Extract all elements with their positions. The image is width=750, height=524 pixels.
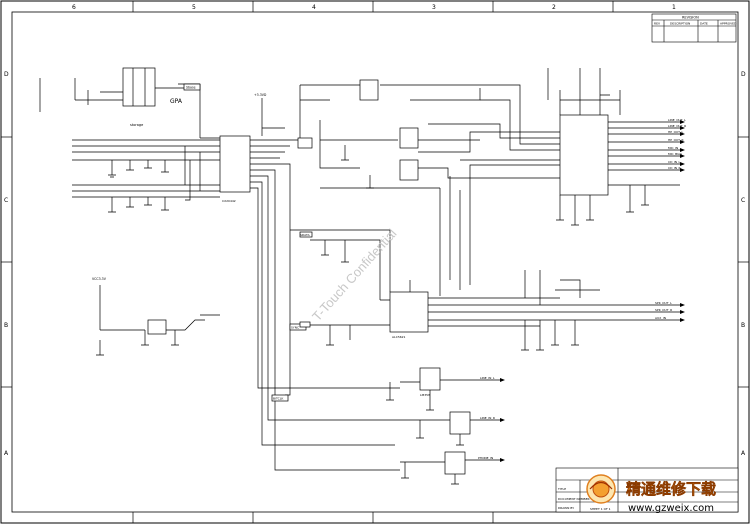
signal-label: CD_IN_L — [668, 160, 681, 164]
logo-text: 精通维修下载 — [626, 480, 716, 498]
signal-label: MIC_BIAS — [668, 152, 682, 156]
col-label-6: 6 — [72, 4, 76, 11]
signal-label: CD_IN_R — [668, 166, 681, 170]
port-box-3: BITCLK — [273, 397, 284, 401]
bottom-signal-labels: LINE_IN_L LINE_IN_R PHONE_IN — [478, 376, 495, 460]
right-signal-labels: LINE_OUT_L LINE_OUT_R HP_OUT_L HP_OUT_R … — [668, 118, 686, 170]
row-label-d-right: D — [741, 71, 746, 78]
title-block-docnum: DOCUMENT NUMBER — [558, 497, 590, 501]
gpa-label: GPA — [170, 98, 183, 105]
revision-header-desc: DESCRIPTION — [670, 22, 690, 26]
storage-label: storage — [130, 123, 143, 127]
oscillator-label: Sbase — [186, 86, 196, 90]
row-label-a-right: A — [741, 450, 746, 457]
main-ic-label: CX20442 — [222, 199, 236, 203]
revision-header-date: DATE — [700, 22, 708, 26]
signal-label: HP_OUT_L — [668, 130, 683, 134]
bottom-ic-label: LM358 — [420, 393, 430, 397]
components — [147, 79, 419, 402]
signal-label: LINE_IN_L — [480, 376, 495, 380]
revision-title: REVISION — [682, 16, 699, 20]
ground-symbols — [96, 159, 649, 485]
signal-label: LINE_IN_R — [480, 416, 495, 420]
site-logo: 精通维修下载 www.gzweix.com — [586, 474, 716, 514]
title-block-title: TITLE — [557, 487, 566, 491]
col-label-1: 1 — [672, 4, 676, 11]
col-label-3: 3 — [432, 4, 436, 11]
signal-label: PHONE_IN — [478, 456, 493, 460]
wiring — [39, 67, 680, 484]
port-box-1: SDATA — [300, 233, 311, 237]
row-markers — [1, 136, 749, 388]
signal-label: LINE_OUT_L — [668, 118, 686, 122]
row-label-b: B — [4, 322, 8, 329]
vcc-label: VCC3.3V — [92, 277, 107, 281]
row-label-c: C — [4, 197, 8, 204]
col-label-4: 4 — [312, 4, 316, 11]
signal-label: MIC_IN — [668, 146, 678, 150]
signal-label: SPK_OUT_L — [655, 301, 672, 305]
title-block-sheet: SHEET 1 OF 1 — [590, 507, 611, 511]
signal-arrows — [500, 120, 685, 462]
column-markers — [132, 1, 614, 523]
revision-block — [651, 13, 737, 43]
row-label-d: D — [4, 71, 9, 78]
signal-label: LINE_OUT_R — [668, 124, 686, 128]
row-label-b-right: B — [741, 322, 745, 329]
signal-label: SPK_OUT_R — [655, 308, 672, 312]
signal-label: AUX_IN — [655, 316, 666, 320]
revision-header-approved: APPROVED — [720, 22, 737, 26]
row-label-a: A — [4, 450, 9, 457]
title-block-drawn: DRAWN BY — [558, 506, 574, 510]
row-label-c-right: C — [741, 197, 745, 204]
signal-label: HP_OUT_R — [668, 138, 684, 142]
col-label-2: 2 — [552, 4, 556, 11]
revision-header-rev: REV — [654, 22, 661, 26]
mid-right-signal-labels: SPK_OUT_L SPK_OUT_R AUX_IN — [655, 301, 672, 320]
vdd-label: +3.3VD — [254, 93, 267, 97]
logo-url: www.gzweix.com — [628, 503, 714, 514]
port-box-2: SYNC — [291, 326, 299, 330]
mid-ic-label: ALC5621 — [392, 335, 406, 339]
col-label-5: 5 — [192, 4, 196, 11]
